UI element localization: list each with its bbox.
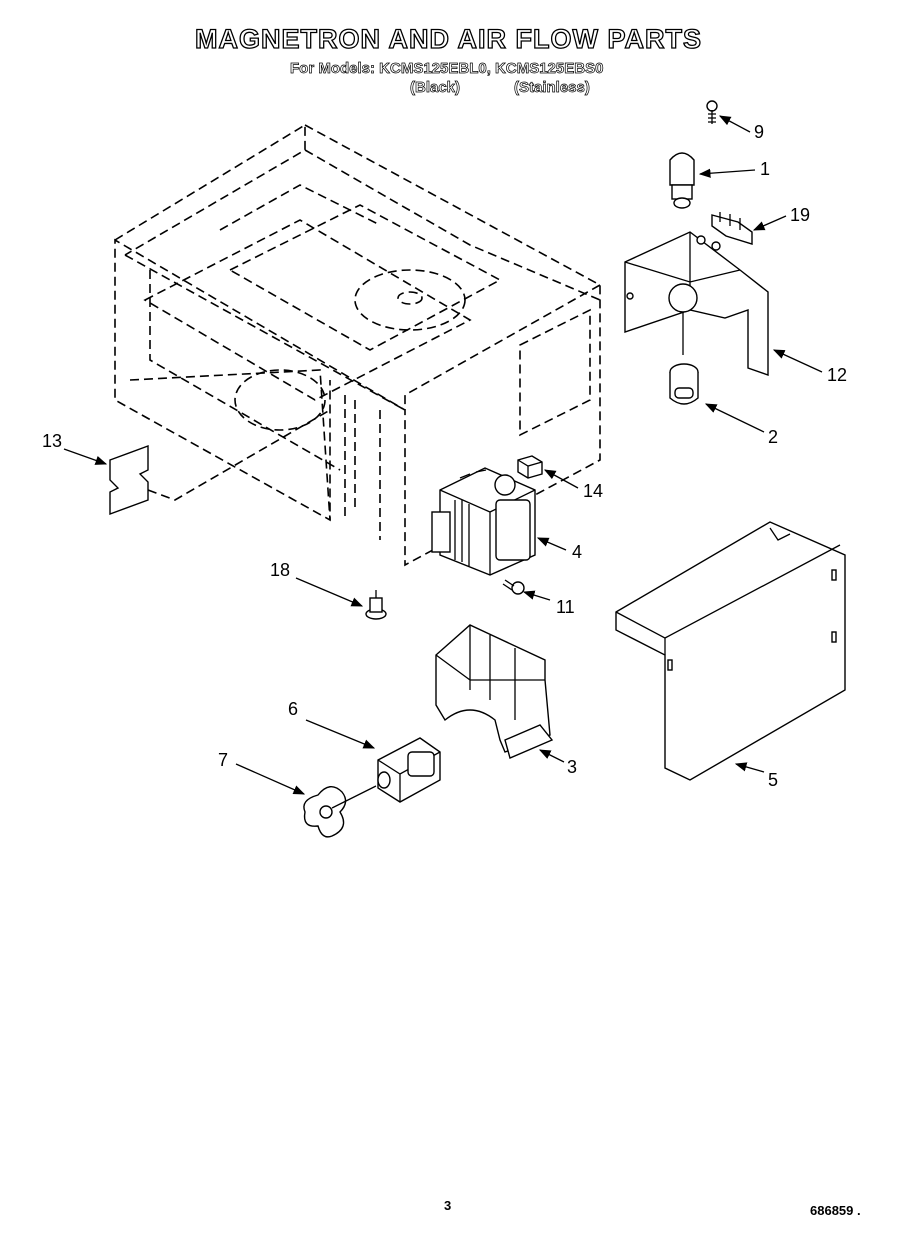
part-12-bracket: [624, 231, 769, 376]
callout-6: 6: [288, 699, 299, 719]
document-number: 686859 .: [810, 1203, 861, 1218]
part-4-magnetron: [431, 467, 536, 576]
callout-11: 11: [556, 597, 575, 617]
callout-12: 12: [827, 365, 848, 385]
variant-black: (Black): [410, 79, 461, 97]
models-line: For Models: KCMS125EBL0, KCMS125EBS0: [290, 60, 604, 78]
callout-14: 14: [583, 481, 604, 501]
page-title: MAGNETRON AND AIR FLOW PARTS: [194, 23, 702, 54]
part-13-cover-plate: [109, 409, 331, 516]
part-14-block: [517, 455, 543, 479]
callout-18: 18: [270, 560, 291, 580]
part-6-fan-motor: [377, 737, 441, 803]
callout-2: 2: [768, 427, 779, 447]
part-19-switch: [711, 212, 753, 245]
callout-9: 9: [754, 122, 765, 142]
callout-5: 5: [768, 770, 779, 790]
leader-arrows: [63, 115, 823, 795]
part-11-screw: [502, 579, 525, 595]
part-9-screw: [706, 100, 718, 124]
callout-13: 13: [42, 431, 63, 451]
part-1-lamp: [669, 152, 695, 209]
callout-3: 3: [567, 757, 578, 777]
part-3-air-guide: [435, 624, 554, 759]
part-5-cover-panel: [615, 521, 846, 781]
callout-4: 4: [572, 542, 583, 562]
cavity-outline: [114, 123, 601, 567]
variant-stainless: (Stainless): [514, 79, 591, 97]
part-2-socket: [669, 363, 699, 405]
callout-7: 7: [218, 750, 229, 770]
part-7-fan-blade: [303, 785, 377, 838]
callout-1: 1: [760, 159, 771, 179]
callout-19: 19: [790, 205, 811, 225]
part-18-nut: [365, 590, 387, 620]
page-number: 3: [444, 1198, 452, 1213]
